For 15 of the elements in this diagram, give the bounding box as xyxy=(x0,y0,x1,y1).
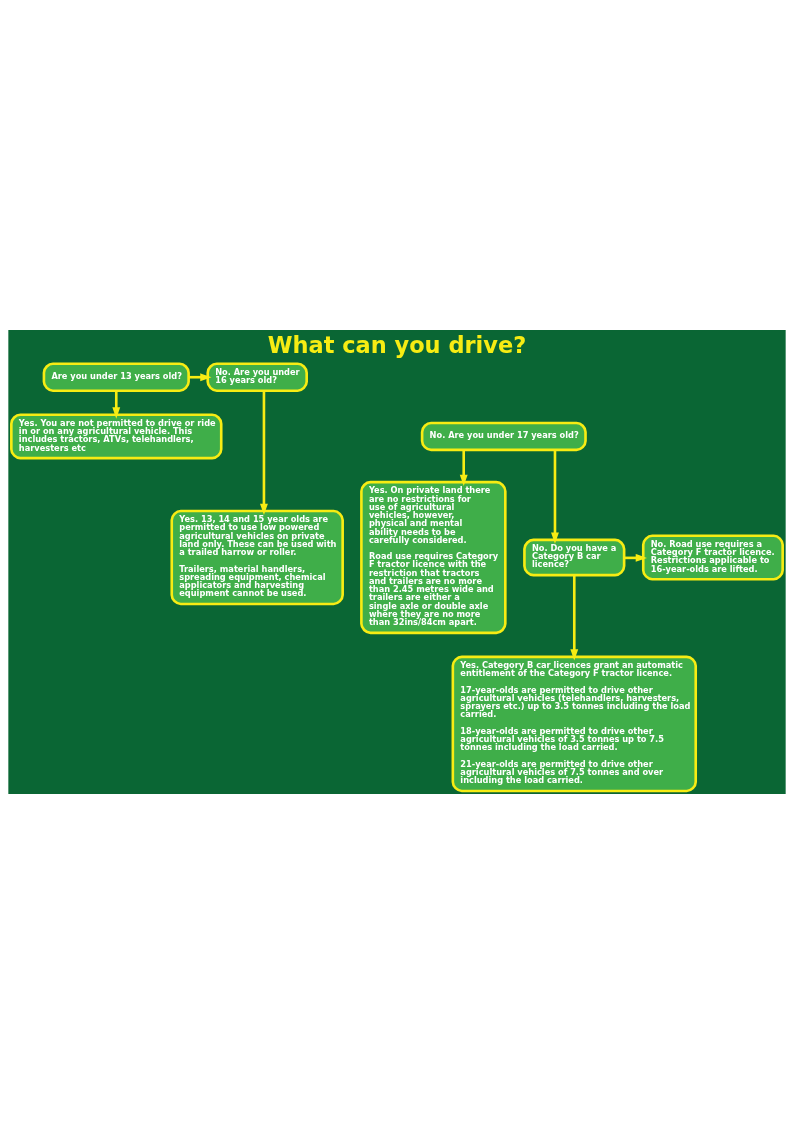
arrow xyxy=(459,449,468,486)
arrow xyxy=(112,390,121,419)
node-box: Are you under 13 years old? xyxy=(42,361,190,392)
arrow xyxy=(188,372,212,381)
arrow xyxy=(551,449,559,544)
node-box: Yes. On private land there are no restrictions for use of agricultural vehicles, however, physical and mental ability needs to be carefully considered. Road use requires Category F tractor licence with the restriction that tractors and trailers are no more than 2.45 metres wide and trailers are either a single axle or double axle where they are no more than 32ins/84cm apart. xyxy=(360,480,507,634)
node-box: No. Do you have a Category B car licence? xyxy=(523,538,626,576)
node-box: No. Are you under 16 years old? xyxy=(206,361,308,392)
node-box: Yes. You are not permitted to drive or ride in or on any agricultural vehicle. This includes tractors, ATVs, telehandlers, harvesters etc xyxy=(10,412,223,459)
arrow xyxy=(570,574,579,661)
diagram-title: What can you drive? xyxy=(267,331,527,358)
node-box: Yes. 13, 14 and 15 year olds are permitted to use low powered agricultural vehicles on private land only. These can be used with a trailed harrow or roller. Trailers, material handlers, spreading equipment, chemical applicators and harvesting equipment cannot be used. xyxy=(170,509,344,605)
node-box: No. Road use requires a Category F tractor licence. Restrictions applicable to 16-year-olds are lifted. xyxy=(641,533,784,581)
arrow xyxy=(260,390,268,515)
node-box: No. Are you under 17 years old? xyxy=(420,421,587,451)
